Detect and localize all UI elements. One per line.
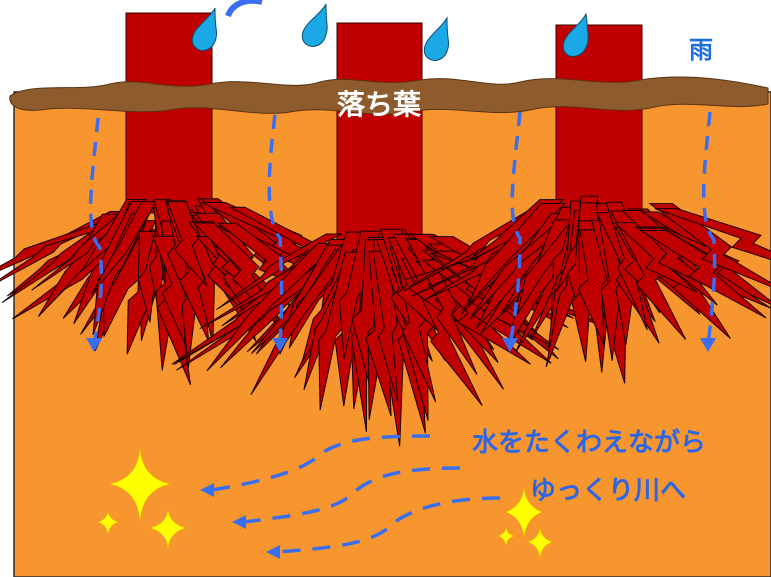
root-spike [468,202,567,306]
tree-roots [0,198,395,385]
arrowhead [232,515,246,529]
arrowhead [86,338,102,352]
slowly-to-river-label: ゆっくり川へ [530,476,687,506]
water-arrow [88,117,104,346]
root-spike [91,201,158,294]
root-spike [654,208,771,261]
arrowhead [266,545,280,559]
flow-arrowheads [200,483,280,559]
water-arrow [508,111,522,346]
leaf-litter-layer [9,76,769,115]
sparkles [97,447,553,559]
root-spike [166,201,208,287]
sparkle-icon [527,527,553,559]
sparkle-icon [97,511,119,535]
infiltration-arrowheads [86,338,716,352]
sparkle-icon [505,487,543,539]
raindrop-icon [562,12,589,57]
arrowhead [502,338,518,352]
raindrop-icon [301,3,328,47]
rain-label: 雨 [689,36,713,64]
water-arrow [243,466,461,524]
raindrop-icon [191,7,217,51]
rain-streak [225,0,263,18]
flow-to-river-arrows [211,434,501,554]
water-arrow [211,434,431,492]
arrowhead [700,338,716,352]
infiltration-arrows [88,111,717,346]
tree-roots [403,195,771,384]
water-arrow [267,114,284,346]
raindrops [191,3,589,61]
root-spike [638,230,767,319]
fallen-leaves-label: 落ち葉 [337,88,422,121]
water-arrow [702,111,717,346]
tree-trunk [336,22,423,249]
arrowhead [200,483,214,497]
tree-trunks [125,12,643,249]
sparkle-icon [109,447,171,523]
water-storage-label: 水をたくわえながら [472,428,707,458]
arrowhead [272,338,288,352]
sparkle-icon [149,509,187,549]
water-arrow [277,496,501,554]
root-spike [216,233,343,311]
sparkle-icon [497,527,515,547]
raindrop-icon [423,16,449,61]
